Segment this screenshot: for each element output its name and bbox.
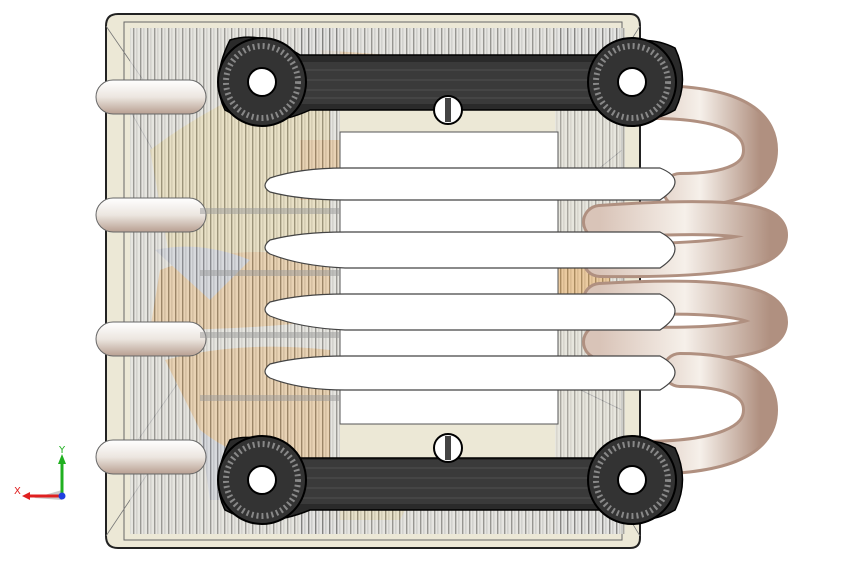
y-axis-label: Y (58, 445, 66, 456)
z-axis-dot (58, 492, 66, 500)
flattened-heatpipes (264, 167, 676, 391)
mounting-bracket-bottom (217, 433, 684, 525)
heatpipe-bends (582, 83, 789, 476)
x-axis-label: X (14, 486, 21, 497)
mounting-bracket-top (217, 36, 684, 127)
heatpipe-ends-left (95, 79, 207, 475)
reference-triad: Y X (14, 440, 74, 510)
